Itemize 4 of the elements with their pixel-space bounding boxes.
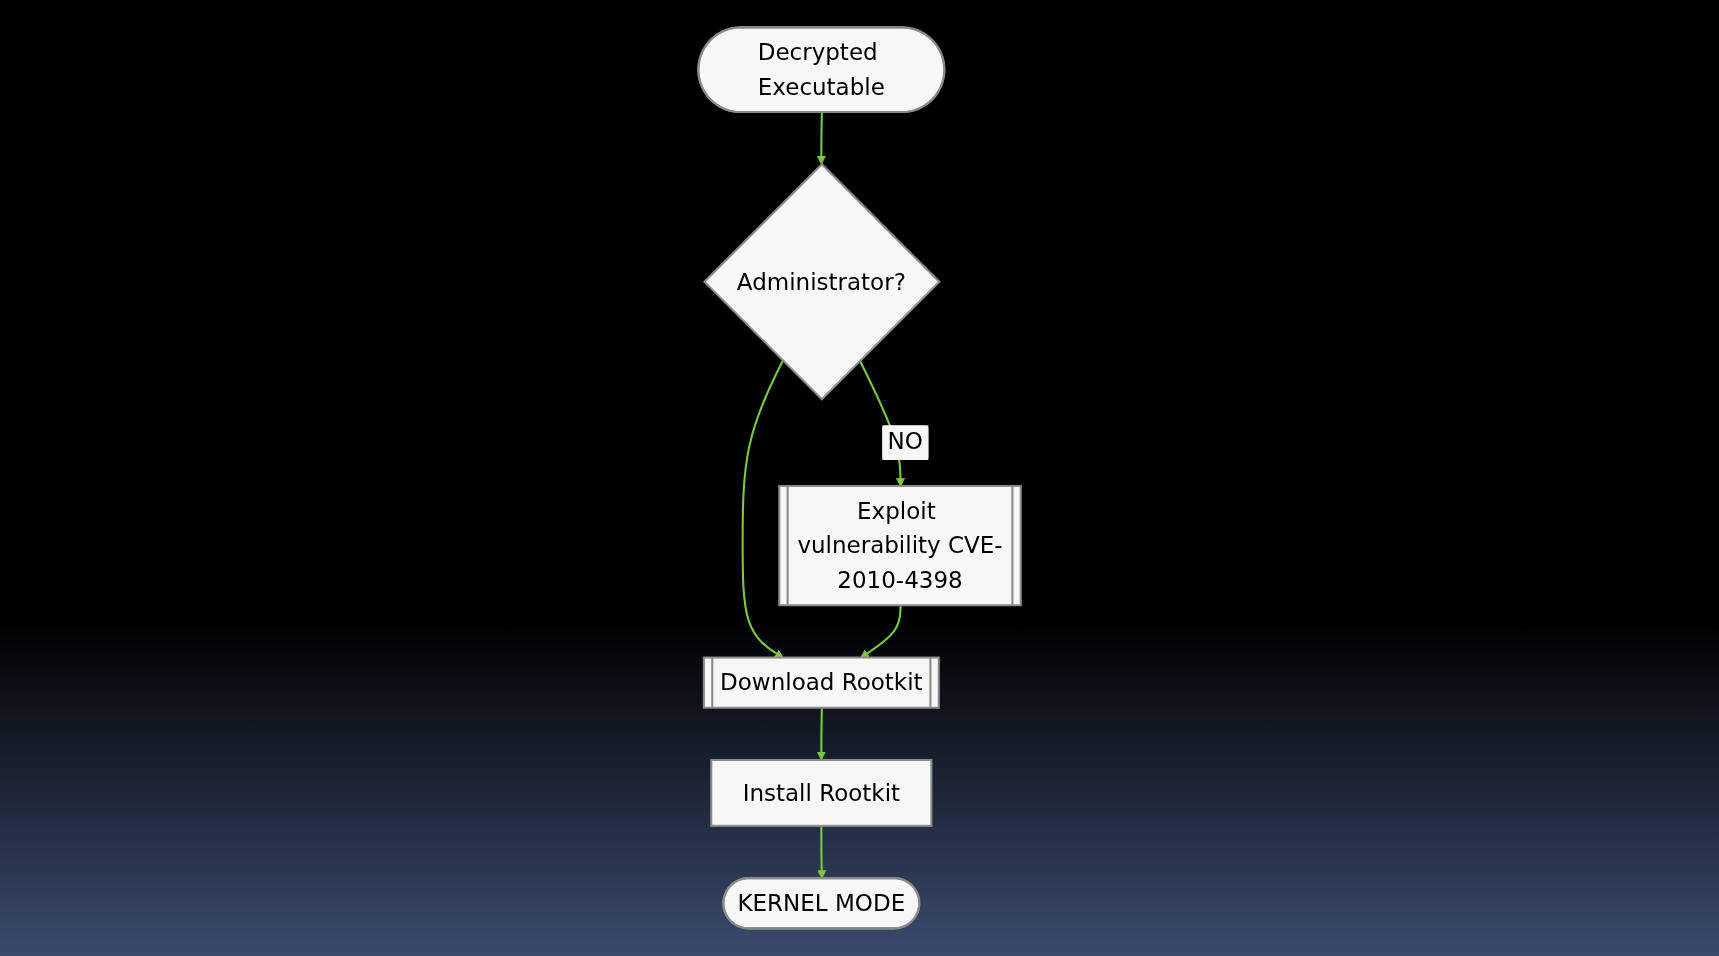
node-box: Install Rootkit: [710, 759, 933, 828]
arrow: [816, 112, 826, 165]
node-diamond: Administrator?: [702, 163, 941, 401]
arrow: [816, 708, 826, 761]
